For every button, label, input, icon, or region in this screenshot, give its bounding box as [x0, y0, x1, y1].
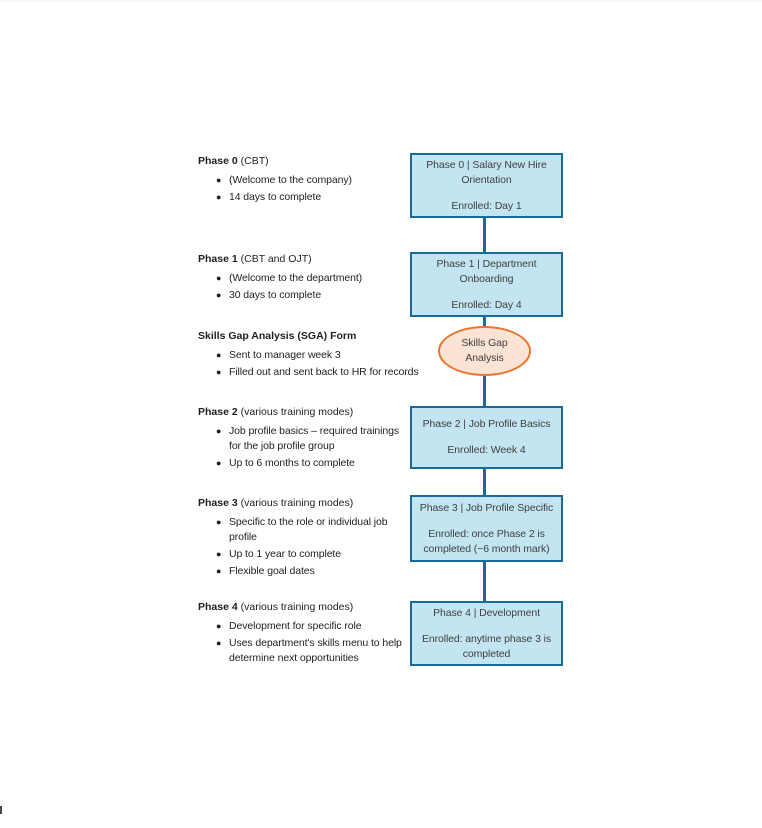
- bullet-text: Up to 1 year to complete: [229, 548, 341, 560]
- bullet-item: ● 30 days to complete: [198, 288, 433, 303]
- phase-heading: Phase 2 (various training modes): [198, 405, 433, 419]
- bullet-icon: ●: [216, 367, 222, 377]
- bullet-text: Job profile basics – required trainings …: [229, 425, 400, 452]
- phase-heading: Phase 3 (various training modes): [198, 496, 433, 510]
- bullet-text: Flexible goal dates: [229, 565, 315, 577]
- ellipse-label: Skills Gap Analysis: [461, 337, 508, 364]
- phase-heading-rest: (various training modes): [237, 497, 354, 509]
- bullet-text: (Welcome to the company): [229, 174, 352, 186]
- bullet-item: ● (Welcome to the company): [198, 173, 433, 188]
- bullet-icon: ●: [216, 458, 222, 468]
- phase-heading-rest: (various training modes): [237, 406, 354, 418]
- bullet-icon: ●: [216, 192, 222, 202]
- note-phase1: Phase 1 (CBT and OJT) ● (Welcome to the d…: [198, 252, 433, 305]
- bullet-text: Development for specific role: [229, 620, 362, 632]
- box-title: Phase 0 | Salary New Hire Orientation: [426, 158, 547, 186]
- phase-heading-bold: Phase 2: [198, 406, 238, 418]
- flow-box-phase3: Phase 3 | Job Profile Specific Enrolled:…: [410, 495, 563, 562]
- bullet-text: Uses department's skills menu to help de…: [229, 637, 402, 664]
- bullet-text: Filled out and sent back to HR for recor…: [229, 366, 419, 378]
- phase-heading: Phase 0 (CBT): [198, 154, 433, 168]
- bullet-icon: ●: [216, 549, 222, 559]
- bullet-list: ● Development for specific role ● Uses dep…: [198, 619, 433, 666]
- box-title: Phase 1 | Department Onboarding: [436, 257, 537, 285]
- box-title: Phase 4 | Development: [433, 606, 540, 619]
- bullet-item: ● 14 days to complete: [198, 190, 433, 205]
- box-subtitle: Enrolled: Day 4: [451, 298, 522, 311]
- flow-box-phase2: Phase 2 | Job Profile Basics Enrolled: W…: [410, 406, 563, 469]
- box-title: Phase 2 | Job Profile Basics: [422, 418, 551, 430]
- bullet-text: Up to 6 months to complete: [229, 457, 355, 469]
- bullet-item: ● Uses department's skills menu to help d…: [198, 636, 433, 666]
- box-title: Phase 3 | Job Profile Specific: [419, 501, 554, 514]
- phase-heading-rest: (CBT): [237, 155, 269, 167]
- phase-heading-bold: Phase 4: [198, 601, 238, 613]
- flow-box-phase4: Phase 4 | Development Enrolled: anytime …: [410, 601, 563, 666]
- bullet-item: ● Up to 6 months to complete: [198, 456, 433, 471]
- box-subtitle: Enrolled: once Phase 2 is completed (~6 …: [423, 527, 550, 555]
- phase-heading: Phase 1 (CBT and OJT): [198, 252, 433, 266]
- bullet-list: ● (Welcome to the company) ● 14 days to co…: [198, 173, 433, 205]
- bullet-icon: ●: [216, 426, 222, 436]
- phase-heading-bold: Phase 3: [198, 497, 238, 509]
- connector-line: [483, 218, 486, 252]
- bullet-icon: ●: [216, 638, 222, 648]
- bullet-icon: ●: [216, 517, 222, 527]
- phase-heading-rest: (various training modes): [237, 601, 354, 613]
- bullet-item: ● Specific to the role or individual job …: [198, 515, 433, 545]
- bullet-text: (Welcome to the department): [229, 272, 363, 284]
- bullet-icon: ●: [216, 350, 222, 360]
- bullet-text: Specific to the role or individual job p…: [229, 516, 388, 543]
- connector-line: [483, 469, 486, 495]
- flow-box-phase0: Phase 0 | Salary New Hire Orientation En…: [410, 153, 563, 218]
- bullet-item: ● Sent to manager week 3: [198, 348, 433, 363]
- note-phase4: Phase 4 (various training modes) ● Develo…: [198, 600, 433, 668]
- phase-heading-rest: (CBT and OJT): [237, 253, 312, 265]
- bullet-list: ● Job profile basics – required trainings…: [198, 424, 433, 471]
- phase-heading-bold: Phase 1: [198, 253, 238, 265]
- bullet-text: 14 days to complete: [229, 191, 322, 203]
- phase-heading: Phase 4 (various training modes): [198, 600, 433, 614]
- bullet-list: ● Sent to manager week 3 ● Filled out and …: [198, 348, 433, 380]
- bullet-icon: ●: [216, 621, 222, 631]
- connector-line: [483, 562, 486, 601]
- bullet-item: ● Job profile basics – required trainings…: [198, 424, 433, 454]
- sga-heading-bold: Skills Gap Analysis (SGA) Form: [198, 330, 357, 342]
- bullet-icon: ●: [216, 566, 222, 576]
- bullet-text: 30 days to complete: [229, 289, 322, 301]
- bullet-icon: ●: [216, 175, 222, 185]
- phase-heading-bold: Phase 0: [198, 155, 238, 167]
- edge-artifact: [0, 806, 2, 814]
- bullet-text: Sent to manager week 3: [229, 349, 341, 361]
- bullet-icon: ●: [216, 273, 222, 283]
- page-top-edge: [0, 0, 762, 2]
- note-phase0: Phase 0 (CBT) ● (Welcome to the company) …: [198, 154, 433, 207]
- bullet-list: ● Specific to the role or individual job …: [198, 515, 433, 579]
- bullet-item: ● (Welcome to the department): [198, 271, 433, 286]
- note-phase3: Phase 3 (various training modes) ● Specif…: [198, 496, 433, 581]
- bullet-item: ● Flexible goal dates: [198, 564, 433, 579]
- note-sga: Skills Gap Analysis (SGA) Form ● Sent to …: [198, 329, 433, 382]
- box-subtitle: Enrolled: Day 1: [451, 199, 522, 212]
- box-subtitle: Enrolled: Week 4: [447, 444, 526, 456]
- flow-box-phase1: Phase 1 | Department Onboarding Enrolled…: [410, 252, 563, 317]
- bullet-item: ● Development for specific role: [198, 619, 433, 634]
- bullet-item: ● Up to 1 year to complete: [198, 547, 433, 562]
- sga-heading: Skills Gap Analysis (SGA) Form: [198, 329, 433, 343]
- bullet-icon: ●: [216, 290, 222, 300]
- bullet-item: ● Filled out and sent back to HR for reco…: [198, 365, 433, 380]
- note-phase2: Phase 2 (various training modes) ● Job pr…: [198, 405, 433, 473]
- box-subtitle: Enrolled: anytime phase 3 is completed: [421, 632, 552, 660]
- skills-gap-ellipse: Skills Gap Analysis: [438, 326, 531, 376]
- bullet-list: ● (Welcome to the department) ● 30 days to…: [198, 271, 433, 303]
